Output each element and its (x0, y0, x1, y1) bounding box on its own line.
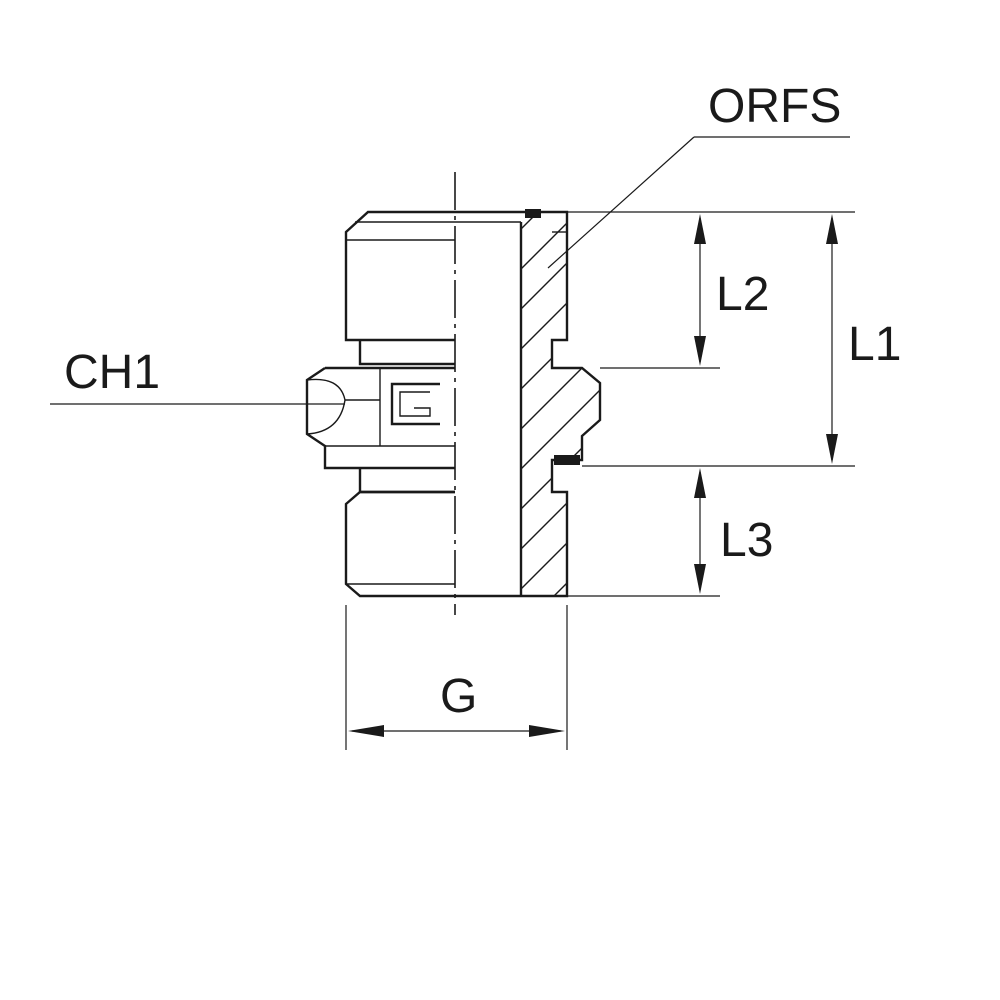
g-label: G (440, 670, 477, 723)
bottom-thread (344, 468, 455, 598)
logo-mark-icon (390, 382, 440, 426)
orfs-label: ORFS (708, 80, 841, 133)
dimension-l3 (694, 468, 706, 594)
orfs-spigot (344, 210, 455, 366)
ch1-label: CH1 (64, 346, 160, 399)
l1-label: L1 (848, 318, 901, 371)
section-view (455, 209, 602, 598)
dimension-l1 (826, 214, 838, 464)
extension-lines (345, 211, 855, 750)
dimension-g (348, 725, 565, 737)
dimension-l2 (694, 214, 706, 366)
orfs-leader (547, 136, 850, 269)
l2-label: L2 (716, 268, 769, 321)
hex-body (305, 366, 455, 470)
l3-label: L3 (720, 514, 773, 567)
